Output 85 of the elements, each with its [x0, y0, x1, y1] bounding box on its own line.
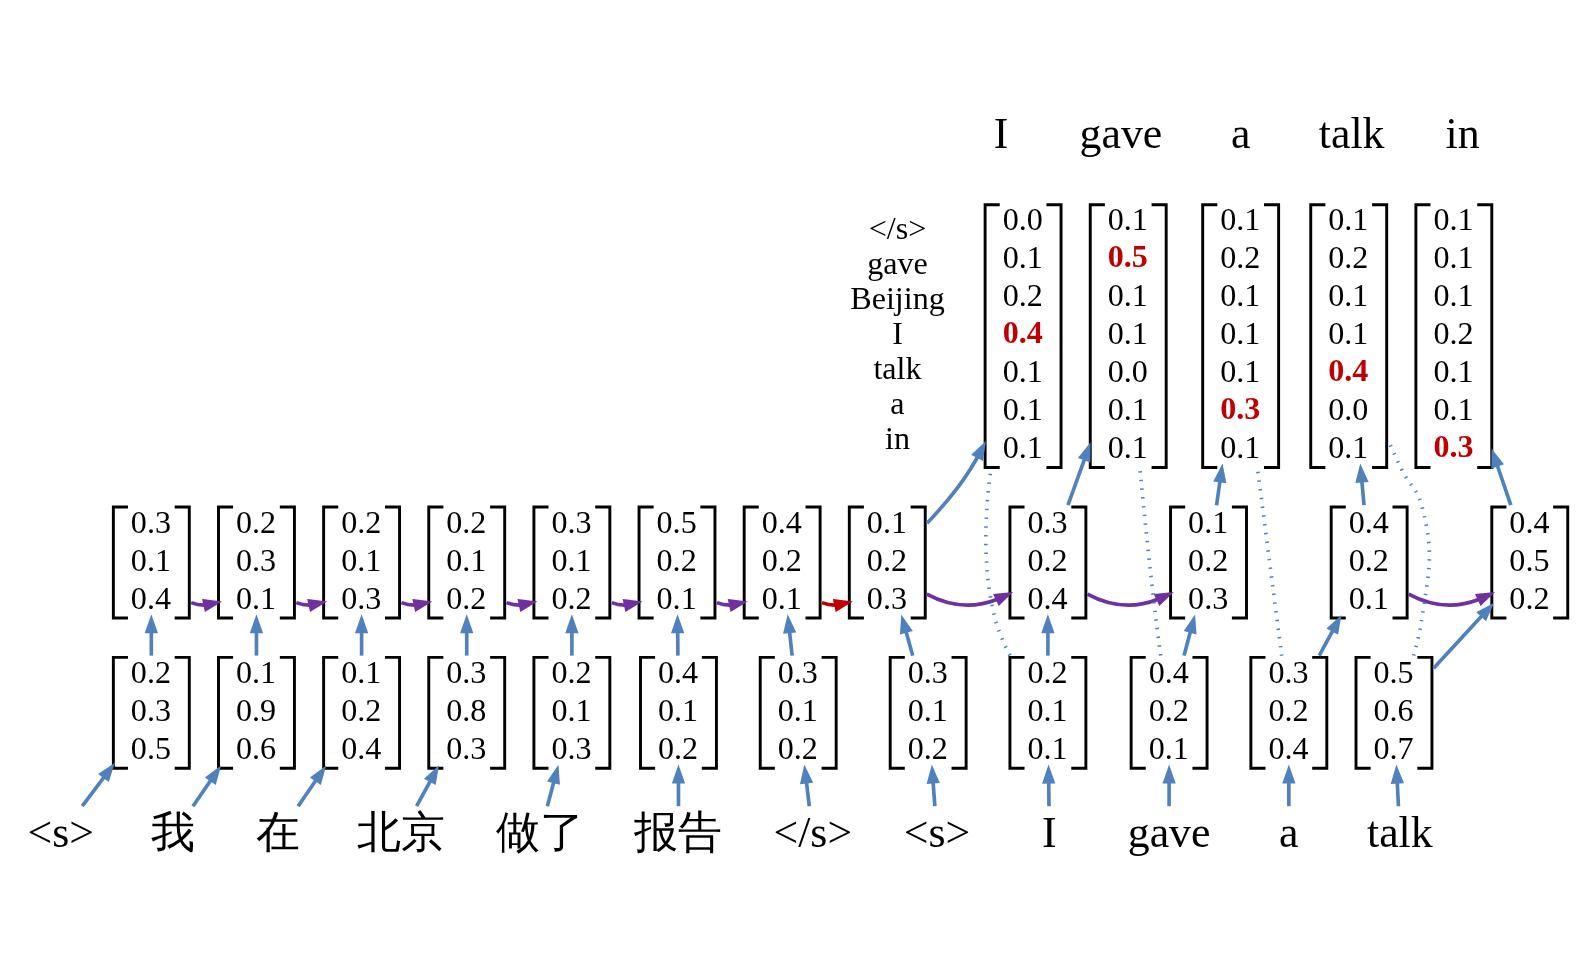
node-text: gave — [1127, 807, 1211, 856]
arrow — [505, 598, 538, 612]
arrow — [799, 764, 814, 806]
node-text: 0.2 0.1 0.1 — [1027, 653, 1068, 766]
arrow — [191, 765, 222, 807]
node-text: 0.1 0.1 0.1 0.2 0.1 0.1 0.3 — [1433, 200, 1474, 464]
node-text: 在 — [256, 807, 301, 856]
node-text: 0.2 0.3 0.5 — [130, 653, 172, 766]
label: gave — [867, 244, 928, 281]
connector — [1138, 468, 1163, 656]
label: a — [890, 384, 905, 421]
node-text: 0.2 0.3 0.1 — [236, 503, 277, 616]
arrow — [1317, 614, 1342, 656]
label: in — [885, 419, 910, 456]
arrow — [1042, 764, 1056, 806]
node-text: 0.1 0.5 0.1 0.1 0.0 0.1 0.1 — [1107, 200, 1148, 465]
node-text: 北京 — [357, 807, 446, 856]
node-text: 做了 — [495, 807, 584, 856]
node-text: 0.2 0.1 0.3 — [551, 653, 592, 766]
node-text: 报告 — [634, 807, 723, 856]
node-label: in — [1445, 108, 1480, 157]
arrow — [144, 613, 158, 656]
node-text: 0.0 0.1 0.2 0.4 0.1 0.1 0.1 — [1002, 200, 1043, 465]
arrow — [80, 762, 115, 807]
node-text: 0.5 0.2 0.1 — [656, 503, 697, 616]
arrow — [296, 765, 327, 807]
arrow — [249, 613, 264, 656]
arrow — [1162, 764, 1176, 806]
node-label: I — [993, 108, 1009, 157]
arrow — [1355, 463, 1369, 505]
arrow — [415, 764, 439, 807]
arrow — [1182, 613, 1197, 656]
node-text: 我 — [151, 807, 196, 856]
arrow — [460, 613, 474, 656]
arrow — [671, 613, 685, 656]
arrow — [899, 613, 915, 656]
node-text: <s> — [903, 807, 971, 856]
node-text: 0.2 0.1 0.2 — [446, 503, 487, 616]
arrow — [1407, 591, 1496, 607]
arrow — [925, 440, 986, 524]
arrow — [1086, 591, 1174, 607]
node-text: 0.4 0.2 0.1 — [1148, 653, 1189, 766]
node-text: 0.3 0.1 0.2 — [777, 653, 818, 766]
node-label: gave — [1079, 108, 1163, 157]
node-text: 0.4 0.1 0.2 — [658, 653, 699, 766]
node-text: 0.1 0.2 0.4 — [341, 653, 382, 766]
arrow — [783, 613, 797, 656]
arrow — [1390, 764, 1404, 806]
node-text: 0.4 0.5 0.2 — [1509, 503, 1550, 616]
node-text: 0.1 0.2 0.3 — [866, 503, 907, 616]
arrow — [545, 764, 560, 807]
node-text: 0.3 0.1 0.2 — [551, 503, 592, 616]
arrow — [671, 764, 686, 806]
node-text: </s> — [773, 807, 853, 856]
node-text: talk — [1366, 807, 1433, 856]
node-text: 0.3 0.2 0.4 — [1027, 503, 1068, 616]
arrow — [1282, 764, 1296, 806]
node-text: 0.4 0.2 0.1 — [761, 503, 802, 616]
node-text: 0.3 0.1 0.2 — [907, 653, 948, 766]
node-text: a — [1279, 807, 1299, 856]
arrow — [565, 613, 579, 656]
node-text: 0.3 0.2 0.4 — [1268, 653, 1309, 766]
node-text: 0.2 0.1 0.3 — [341, 503, 382, 616]
arrow — [1432, 602, 1495, 670]
node-text: 0.3 0.1 0.4 — [130, 503, 172, 616]
arrow — [1041, 613, 1055, 656]
arrow — [926, 764, 940, 806]
node-text: 0.1 0.2 0.1 0.1 0.1 0.3 0.1 — [1220, 200, 1261, 465]
node-text: 0.3 0.8 0.3 — [446, 653, 487, 766]
label: </s> — [868, 209, 927, 246]
node-label: a — [1230, 108, 1251, 157]
label: talk — [873, 349, 922, 386]
node-label: talk — [1318, 108, 1385, 157]
arrow — [926, 591, 1014, 607]
arrow — [1213, 463, 1227, 505]
node-text: 0.4 0.2 0.1 — [1348, 503, 1389, 616]
node-text: 0.1 0.9 0.6 — [236, 653, 277, 766]
arrow — [354, 613, 369, 656]
node-text: <s> — [27, 807, 95, 856]
node-text: 0.5 0.6 0.7 — [1373, 653, 1414, 766]
node-text: I — [1042, 807, 1057, 856]
node-text: 0.1 0.2 0.1 0.1 0.4 0.0 0.1 — [1328, 200, 1369, 465]
arrow — [1066, 441, 1091, 506]
arrow — [1491, 447, 1513, 506]
node-text: 0.1 0.2 0.3 — [1188, 503, 1229, 616]
